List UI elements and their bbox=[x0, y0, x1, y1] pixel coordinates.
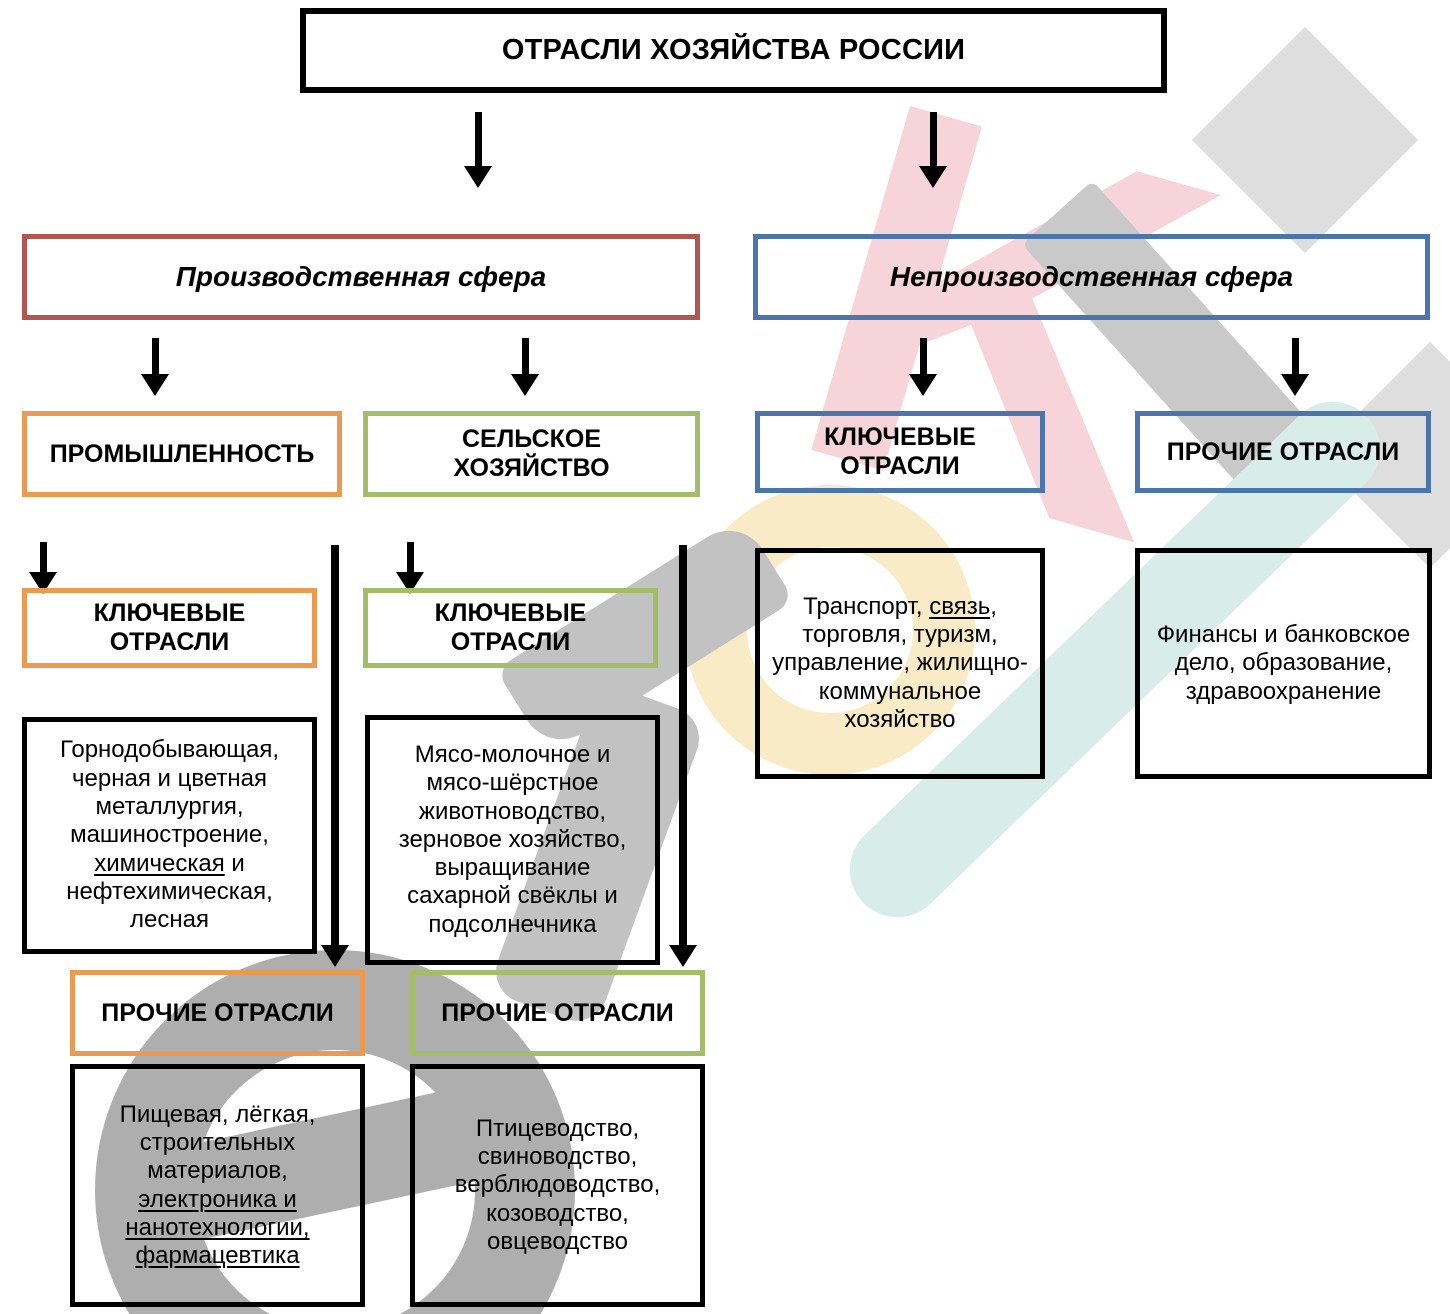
nonproduction-sphere-box: Непроизводственная сфера bbox=[753, 234, 1430, 320]
agriculture-key-content: Мясо-молочное и мясо-шёрстное животновод… bbox=[398, 740, 627, 938]
arrow-to-np-key bbox=[909, 338, 937, 396]
industry-other-header-label: ПРОЧИЕ ОТРАСЛИ bbox=[101, 998, 334, 1027]
arrow-to-agriculture bbox=[511, 338, 539, 396]
industry-key-content: Горнодобывающая, черная и цветная металл… bbox=[59, 736, 280, 934]
industry-key-content-box: Горнодобывающая, черная и цветная металл… bbox=[22, 717, 317, 954]
arrow-title-to-production bbox=[464, 112, 492, 188]
agriculture-other-content-box: Птицеводство, свиноводство, верблюдоводс… bbox=[410, 1064, 705, 1307]
industry-key-header-label: КЛЮЧЕВЫЕ ОТРАСЛИ bbox=[93, 599, 246, 656]
arrow-agriculture-to-key bbox=[396, 542, 424, 594]
industry-other-header-box: ПРОЧИЕ ОТРАСЛИ bbox=[70, 970, 365, 1056]
production-sphere-box: Производственная сфера bbox=[22, 234, 700, 320]
np-other-header-box: ПРОЧИЕ ОТРАСЛИ bbox=[1135, 411, 1431, 493]
arrow-to-industry bbox=[141, 338, 169, 396]
np-other-content: Финансы и банковское дело, образование, … bbox=[1156, 621, 1411, 705]
arrow-industry-to-other bbox=[321, 545, 349, 967]
agriculture-other-content: Птицеводство, свиноводство, верблюдоводс… bbox=[454, 1114, 661, 1255]
agriculture-other-header-label: ПРОЧИЕ ОТРАСЛИ bbox=[441, 998, 674, 1027]
industry-other-content-box: Пищевая, лёгкая, строительных материалов… bbox=[70, 1064, 365, 1307]
np-other-header-label: ПРОЧИЕ ОТРАСЛИ bbox=[1166, 437, 1400, 466]
industry-box: ПРОМЫШЛЕННОСТЬ bbox=[22, 411, 342, 497]
arrow-agriculture-to-other bbox=[669, 545, 697, 967]
agriculture-key-content-box: Мясо-молочное и мясо-шёрстное животновод… bbox=[365, 715, 660, 965]
arrow-title-to-nonproduction bbox=[919, 112, 947, 188]
np-key-content: Транспорт, связь, торговля, туризм, упра… bbox=[772, 592, 1028, 733]
production-sphere-label: Производственная сфера bbox=[175, 261, 547, 292]
title-box: ОТРАСЛИ ХОЗЯЙСТВА РОССИИ bbox=[300, 8, 1167, 93]
arrow-to-np-other bbox=[1281, 338, 1309, 396]
watermark-diamond-icon bbox=[1191, 26, 1419, 254]
industry-key-header-box: КЛЮЧЕВЫЕ ОТРАСЛИ bbox=[22, 588, 317, 668]
nonproduction-sphere-label: Непроизводственная сфера bbox=[889, 261, 1294, 292]
agriculture-label: СЕЛЬСКОЕ ХОЗЯЙСТВО bbox=[453, 425, 610, 482]
industry-label: ПРОМЫШЛЕННОСТЬ bbox=[49, 439, 315, 468]
np-key-header-label: КЛЮЧЕВЫЕ ОТРАСЛИ bbox=[824, 423, 976, 480]
agriculture-key-header-box: КЛЮЧЕВЫЕ ОТРАСЛИ bbox=[363, 588, 658, 668]
np-key-header-box: КЛЮЧЕВЫЕ ОТРАСЛИ bbox=[755, 411, 1045, 493]
np-other-content-box: Финансы и банковское дело, образование, … bbox=[1135, 548, 1432, 779]
agriculture-box: СЕЛЬСКОЕ ХОЗЯЙСТВО bbox=[363, 411, 700, 497]
agriculture-key-header-label: КЛЮЧЕВЫЕ ОТРАСЛИ bbox=[434, 599, 587, 656]
np-key-content-box: Транспорт, связь, торговля, туризм, упра… bbox=[755, 548, 1045, 779]
watermark-letter-k: K bbox=[747, 0, 1269, 651]
industry-other-content: Пищевая, лёгкая, строительных материалов… bbox=[119, 1100, 316, 1270]
diagram-title: ОТРАСЛИ ХОЗЯЙСТВА РОССИИ bbox=[501, 34, 966, 66]
arrow-industry-to-key bbox=[29, 542, 57, 594]
agriculture-other-header-box: ПРОЧИЕ ОТРАСЛИ bbox=[410, 970, 705, 1056]
